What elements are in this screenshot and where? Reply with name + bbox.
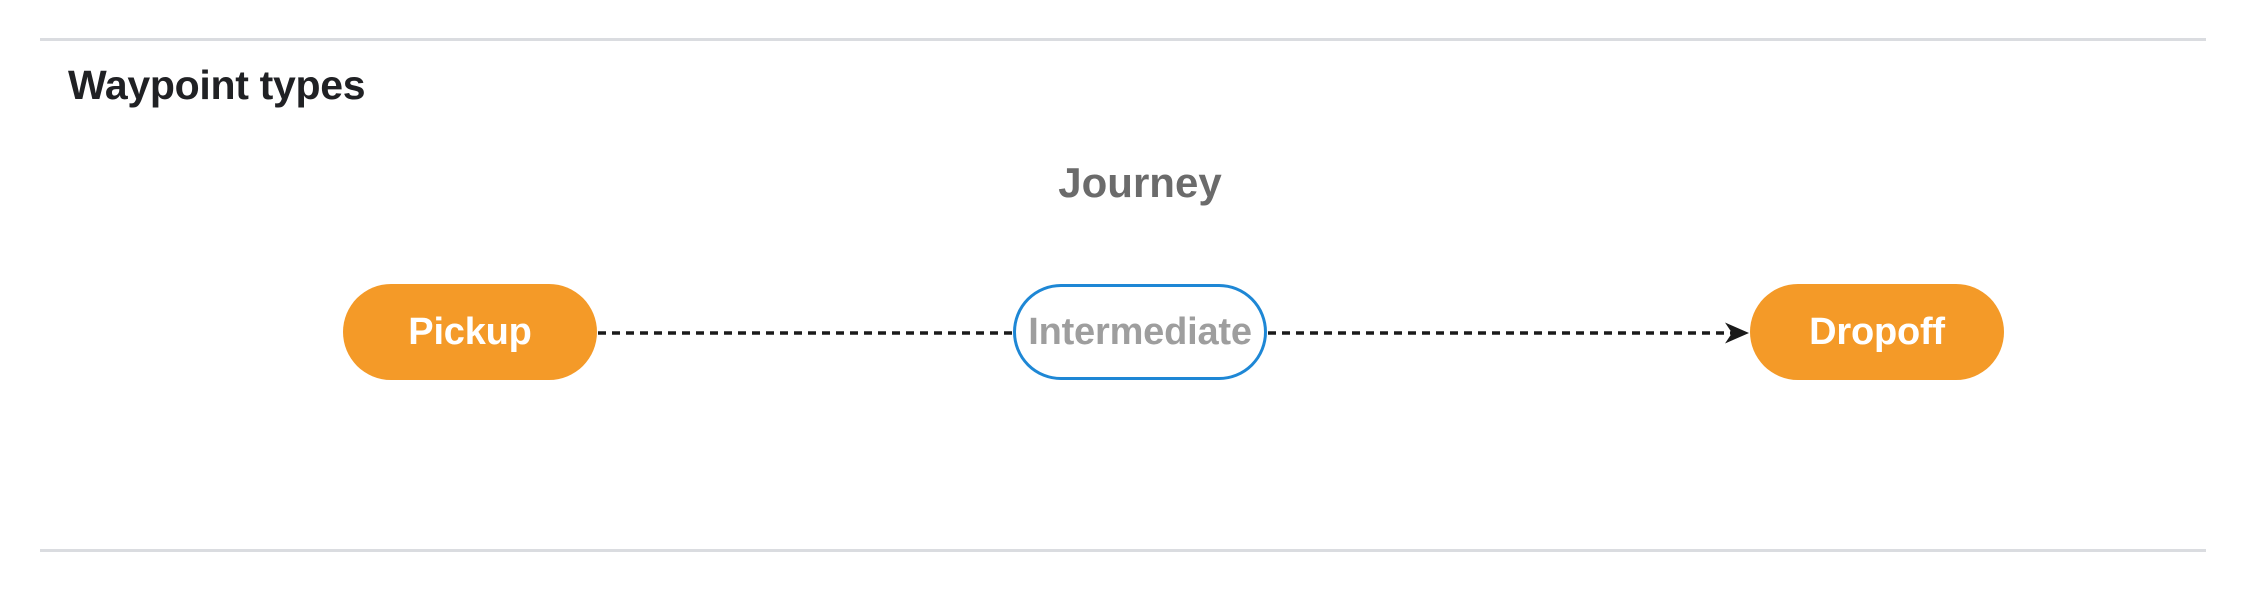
top-divider [40, 38, 2206, 41]
node-intermediate: Intermediate [1013, 284, 1267, 380]
diagram-title: Journey [1058, 159, 1222, 206]
section-title: Waypoint types [68, 62, 366, 108]
node-pickup: Pickup [343, 284, 597, 380]
node-dropoff-label: Dropoff [1809, 310, 1945, 353]
node-pickup-label: Pickup [408, 310, 532, 353]
arrowhead-icon [1725, 322, 1749, 344]
node-dropoff: Dropoff [1750, 284, 2004, 380]
node-intermediate-label: Intermediate [1028, 310, 1252, 353]
bottom-divider [40, 549, 2206, 552]
